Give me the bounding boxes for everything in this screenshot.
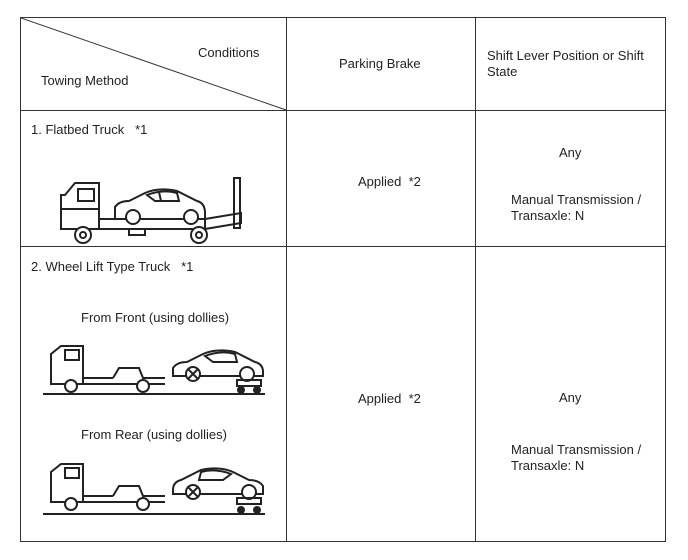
header-towing-method: Towing Method — [41, 73, 129, 88]
method-note: *1 — [181, 259, 194, 274]
header-parking-brake: Parking Brake — [339, 56, 421, 71]
parking-brake-value: Applied *2 — [358, 174, 421, 190]
row-divider — [21, 246, 665, 247]
flatbed-truck-illustration — [60, 177, 242, 244]
wheel-lift-rear-illustration — [43, 463, 265, 515]
parking-brake-label: Applied — [358, 391, 402, 406]
towing-table: Conditions Towing Method Parking Brake S… — [20, 17, 666, 542]
method-name: 1. Flatbed Truck — [31, 122, 125, 137]
method-note: *1 — [135, 122, 148, 137]
parking-brake-note: *2 — [408, 174, 421, 189]
header-diagonal-line — [21, 18, 287, 111]
shift-any: Any — [559, 390, 582, 405]
parking-brake-value: Applied *2 — [358, 391, 421, 407]
parking-brake-note: *2 — [408, 391, 421, 406]
shift-any: Any — [559, 145, 582, 160]
method-label: 1. Flatbed Truck *1 — [31, 122, 147, 138]
method-label: 2. Wheel Lift Type Truck *1 — [31, 259, 193, 275]
shift-manual: Manual Transmission / Transaxle: N — [511, 442, 642, 473]
row-divider — [21, 110, 665, 111]
header-shift-lever: Shift Lever Position or Shift State — [487, 48, 644, 79]
column-divider — [475, 18, 476, 541]
parking-brake-label: Applied — [358, 174, 402, 189]
wheel-lift-front-illustration — [43, 345, 265, 395]
from-front-label: From Front (using dollies) — [81, 310, 230, 325]
column-divider — [286, 18, 287, 541]
header-conditions: Conditions — [198, 45, 260, 60]
from-rear-label: From Rear (using dollies) — [81, 427, 227, 442]
method-name: 2. Wheel Lift Type Truck — [31, 259, 171, 274]
shift-manual: Manual Transmission / Transaxle: N — [511, 192, 642, 223]
